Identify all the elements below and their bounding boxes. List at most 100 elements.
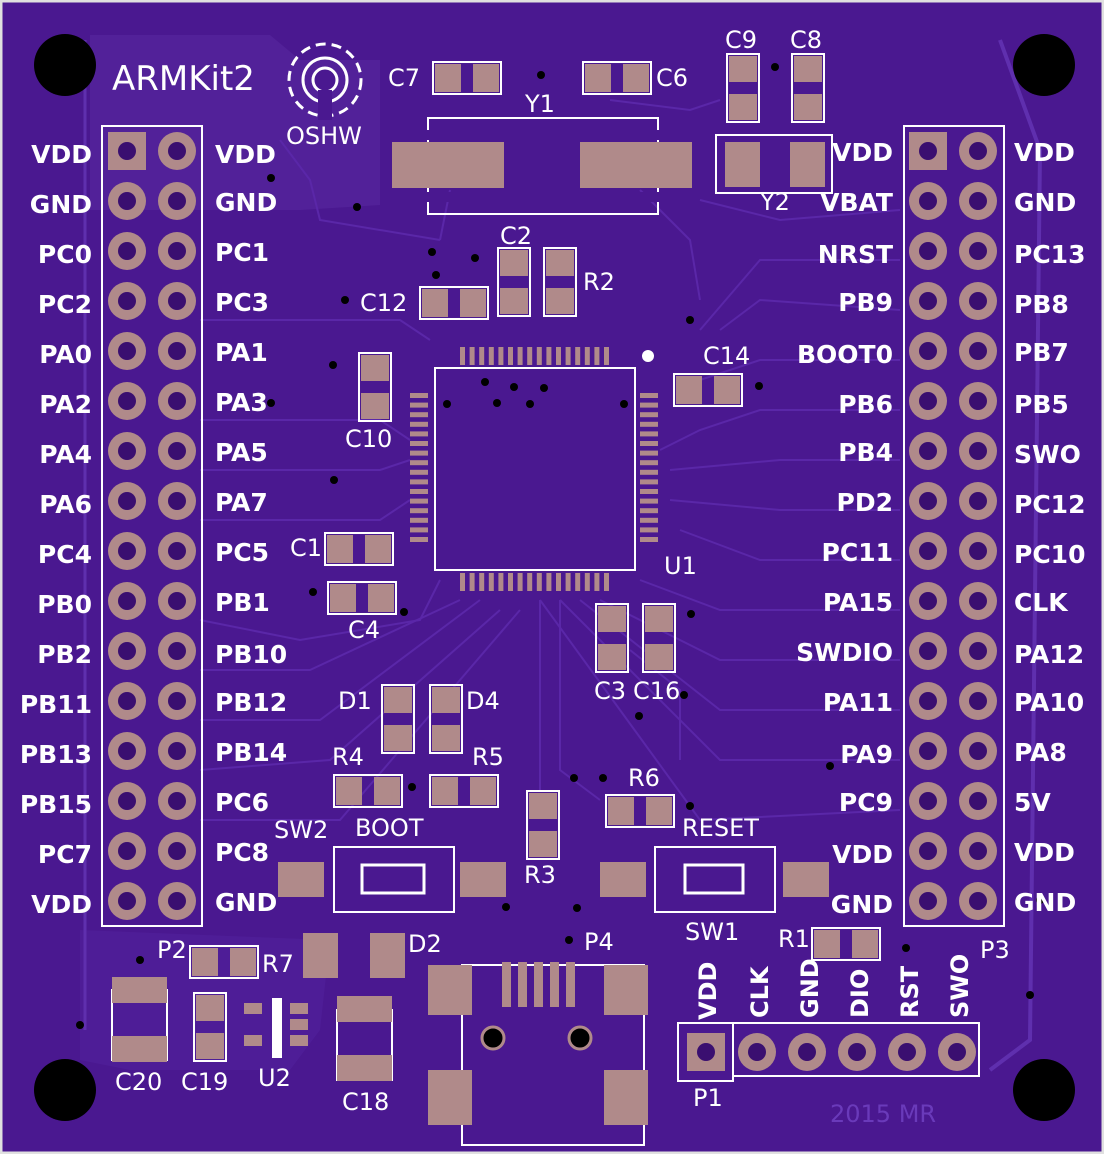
p1-outline: [732, 1022, 980, 1077]
ref-label: SW2: [274, 816, 328, 844]
u1-pin: [604, 347, 609, 365]
via: [329, 361, 337, 369]
trace: [699, 259, 900, 331]
p3-left-label: PB9: [838, 288, 893, 317]
p2-right-label: VDD: [215, 140, 276, 169]
p2-pin-hole: [118, 742, 136, 760]
p2-left-label: VDD: [31, 890, 92, 919]
trace: [200, 599, 461, 671]
via: [537, 71, 545, 79]
ref-label: R5: [472, 743, 504, 771]
p3-left-label: GND: [831, 890, 893, 919]
p3-pin-hole: [919, 392, 937, 410]
u1-pin: [546, 573, 552, 591]
trace: [659, 409, 900, 451]
p3-left-label: BOOT0: [797, 340, 893, 369]
u1-pin: [410, 479, 428, 485]
p3-left-label: PC11: [822, 538, 893, 567]
p2-pin-hole: [118, 292, 136, 310]
c12-outline: [419, 286, 489, 320]
via: [76, 1021, 84, 1029]
board-trace: [988, 39, 1043, 1072]
trace: [599, 599, 900, 661]
p3-pin-hole: [969, 692, 987, 710]
u1-pin: [410, 460, 428, 466]
u1-pin: [410, 450, 428, 456]
p2-pin-hole: [168, 192, 186, 210]
p3-pin-hole: [969, 442, 987, 460]
usb-connector: [428, 962, 648, 1146]
u1-pin: [640, 527, 658, 533]
p3-left-label: PD2: [837, 488, 893, 517]
c12-pad: [422, 289, 448, 317]
copper-pour-region: [90, 35, 380, 210]
ref-label: C7: [388, 64, 420, 92]
board-title: ARMKit2: [112, 59, 255, 99]
via: [771, 63, 779, 71]
p2-outline: [101, 125, 203, 927]
trace: [539, 599, 901, 822]
p2-right-label: PB1: [215, 588, 270, 617]
u1-pin: [410, 527, 428, 533]
via: [341, 296, 349, 304]
r5-pad: [470, 777, 496, 805]
p3-pin-hole: [969, 592, 987, 610]
r3-outline: [526, 790, 560, 860]
p2-pin-hole: [168, 792, 186, 810]
d4-pad: [432, 725, 460, 751]
p2-right-label: GND: [215, 888, 277, 917]
r4-pad: [374, 777, 400, 805]
u1-pin: [584, 573, 590, 591]
c1-outline: [324, 532, 394, 566]
p3-left-label: NRST: [818, 240, 893, 269]
c20-capacitor: [111, 977, 168, 1062]
p1-pin-label: VDD: [694, 962, 722, 1020]
u1-pin: [640, 517, 658, 523]
c12-pad: [460, 289, 486, 317]
via: [309, 588, 317, 596]
c14-pad: [676, 376, 702, 404]
c7-pad: [473, 64, 499, 92]
via: [687, 610, 695, 618]
trace: [719, 298, 901, 331]
c1-pad: [327, 535, 353, 563]
c6-pad: [585, 64, 611, 92]
p3-left-label: VBAT: [820, 188, 893, 217]
via: [267, 399, 275, 407]
p3-right-label: VDD: [1014, 838, 1075, 867]
r1-pad: [852, 930, 878, 958]
u1-pin: [508, 573, 513, 591]
via: [620, 400, 628, 408]
y2-outline: [715, 134, 833, 194]
r7-outline: [189, 945, 259, 979]
p3-pin-hole: [919, 642, 937, 660]
r1-outline: [811, 927, 881, 961]
p3-pin-hole: [969, 842, 987, 860]
p1-pin-label: GND: [796, 958, 824, 1018]
via: [432, 271, 440, 279]
ref-label: C14: [703, 342, 750, 370]
ref-label: C20: [115, 1068, 162, 1096]
ref-label: C4: [348, 616, 380, 644]
trace: [200, 499, 411, 521]
r6-pad: [608, 797, 634, 825]
p3-left-label: SWDIO: [796, 638, 893, 667]
p2-pin-hole: [168, 542, 186, 560]
u1-pin: [640, 498, 658, 504]
via: [573, 904, 581, 912]
p3-pin-hole: [969, 142, 987, 160]
p2-left-label: PC7: [38, 840, 92, 869]
p3-pin-hole: [919, 542, 937, 560]
p2-pin-hole: [118, 392, 136, 410]
c3-pad: [598, 606, 626, 632]
ref-label: C3: [594, 677, 626, 705]
p2-pin-hole: [168, 342, 186, 360]
ref-label: C1: [290, 534, 322, 562]
p2-pin-hole: [118, 892, 136, 910]
u1-pin: [640, 450, 658, 456]
ref-label: C12: [360, 289, 407, 317]
r1-pad: [814, 930, 840, 958]
p3-pin-hole: [919, 592, 937, 610]
c9-pad: [729, 56, 757, 82]
u1-pin: [556, 573, 561, 591]
